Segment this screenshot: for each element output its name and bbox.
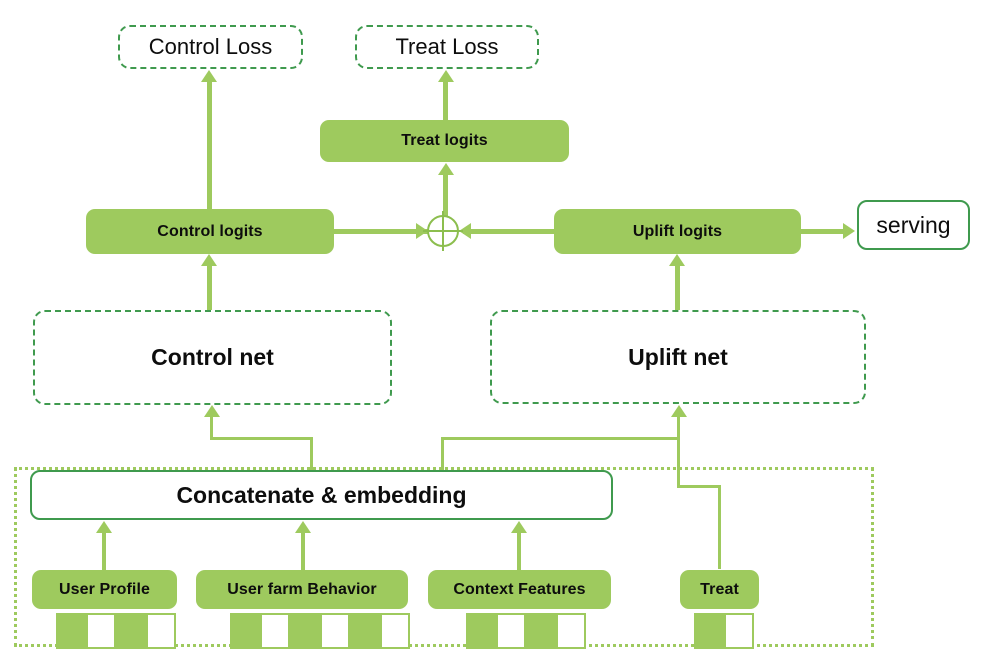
arrowhead-user-profile (96, 521, 112, 533)
node-treat-logits[interactable]: Treat logits (320, 120, 569, 162)
node-control-logits[interactable]: Control logits (86, 209, 334, 254)
arrowhead-control-logits (201, 254, 217, 266)
arrowhead-control-net (204, 405, 220, 417)
node-user-profile[interactable]: User Profile (32, 570, 177, 609)
feature-cell (230, 613, 260, 649)
user-farm-behavior-label: User farm Behavior (227, 580, 377, 598)
treat-loss-label: Treat Loss (395, 34, 499, 59)
arrowhead-treat-logits (438, 163, 454, 175)
edge-control-net-to-control-logits (207, 266, 212, 310)
arrowhead-uplift-logits (669, 254, 685, 266)
feature-cell (496, 613, 526, 649)
feature-cell (290, 613, 320, 649)
node-control-net[interactable]: Control net (33, 310, 392, 405)
input-region-container (14, 467, 874, 647)
node-serving[interactable]: serving (857, 200, 970, 250)
context-features-label: Context Features (453, 580, 586, 598)
node-uplift-net[interactable]: Uplift net (490, 310, 866, 404)
edge-control-logits-to-sum (334, 229, 428, 234)
node-uplift-logits[interactable]: Uplift logits (554, 209, 801, 254)
feature-strip-user-farm-behavior (230, 613, 410, 649)
edge-sum-to-treat-logits (443, 175, 448, 217)
uplift-net-label: Uplift net (628, 343, 728, 370)
edge-concat-branch-right-riser (441, 437, 444, 470)
node-treat[interactable]: Treat (680, 570, 759, 609)
arrowhead-context-features (511, 521, 527, 533)
edge-user-farm-behavior-to-concat (301, 533, 305, 571)
feature-cell (466, 613, 496, 649)
arrowhead-treat-loss (438, 70, 454, 82)
control-loss-label: Control Loss (148, 34, 273, 59)
concatenate-embedding-label: Concatenate & embedding (176, 481, 467, 508)
edge-uplift-net-to-uplift-logits (675, 266, 680, 310)
feature-cell (146, 613, 176, 649)
serving-label: serving (876, 211, 951, 238)
control-net-label: Control net (151, 344, 274, 370)
node-control-loss[interactable]: Control Loss (118, 25, 303, 69)
feature-cell (116, 613, 146, 649)
edge-uplift-logits-to-serving (801, 229, 848, 234)
edge-context-features-to-concat (517, 533, 521, 571)
node-treat-loss[interactable]: Treat Loss (355, 25, 539, 69)
feature-cell (56, 613, 86, 649)
feature-strip-user-profile (56, 613, 176, 649)
treat-label: Treat (700, 580, 739, 598)
treat-logits-label: Treat logits (401, 132, 488, 149)
feature-cell (350, 613, 380, 649)
node-context-features[interactable]: Context Features (428, 570, 611, 609)
edge-concat-branch-left-horizontal (210, 437, 313, 440)
arrowhead-control-loss (201, 70, 217, 82)
feature-cell (526, 613, 556, 649)
user-profile-label: User Profile (58, 580, 150, 598)
node-concatenate-embedding[interactable]: Concatenate & embedding (30, 470, 613, 520)
feature-strip-context-features (466, 613, 586, 649)
arrowhead-serving (843, 223, 855, 239)
feature-cell (694, 613, 724, 649)
edge-concat-branch-right-horizontal (441, 437, 679, 440)
feature-cell (556, 613, 586, 649)
control-logits-label: Control logits (157, 222, 263, 240)
node-user-farm-behavior[interactable]: User farm Behavior (196, 570, 408, 609)
edge-treat-horizontal (677, 485, 720, 488)
arrowhead-user-farm-behavior (295, 521, 311, 533)
edge-treat-riser (718, 485, 721, 569)
arrowhead-sum-left (416, 223, 428, 239)
feature-cell (724, 613, 754, 649)
uplift-logits-label: Uplift logits (632, 222, 723, 240)
edge-concat-to-uplift-net (677, 417, 680, 487)
feature-strip-treat (694, 613, 754, 649)
arrowhead-sum-right (459, 223, 471, 239)
edge-user-profile-to-concat (102, 533, 106, 571)
feature-cell (86, 613, 116, 649)
arrowhead-uplift-net (671, 405, 687, 417)
edge-uplift-logits-to-sum (463, 229, 554, 234)
edge-concat-to-control-net (210, 417, 213, 439)
edge-treat-logits-to-treat-loss (443, 82, 448, 122)
edge-concat-branch-left-riser (310, 437, 313, 470)
feature-cell (320, 613, 350, 649)
feature-cell (260, 613, 290, 649)
feature-cell (380, 613, 410, 649)
sum-operator-icon (423, 211, 463, 251)
edge-control-logits-to-control-loss (207, 82, 212, 213)
